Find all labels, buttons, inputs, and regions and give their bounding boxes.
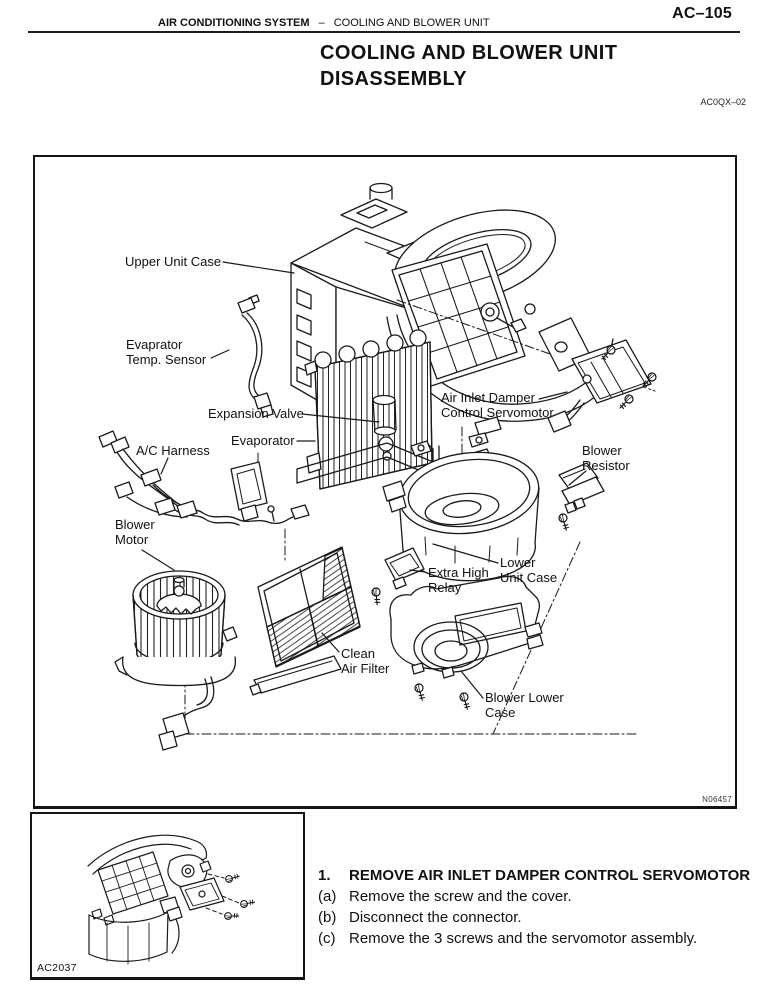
damper-pivot <box>480 302 536 333</box>
detail-screws <box>205 869 256 925</box>
doc-code: AC0QX–02 <box>700 97 746 107</box>
running-header: AIR CONDITIONING SYSTEM–COOLING AND BLOW… <box>158 17 490 29</box>
instruction-block: 1. REMOVE AIR INLET DAMPER CONTROL SERVO… <box>318 865 760 949</box>
detail-blower-cylinder <box>88 910 180 965</box>
detail-drawing <box>87 834 256 965</box>
evaporator-temp-sensor-part <box>237 294 274 418</box>
substep-text: Remove the 3 screws and the servomotor a… <box>349 930 698 947</box>
page-title-line2: DISASSEMBLY <box>320 68 468 90</box>
detail-grille-panel <box>91 851 169 926</box>
header-subsection: COOLING AND BLOWER UNIT <box>333 17 490 29</box>
label-upper-unit-case: Upper Unit Case <box>125 254 222 269</box>
detail-servomotor <box>159 877 225 922</box>
label-ac-harness: A/C Harness <box>136 443 210 458</box>
substep: (b) Disconnect the connector. <box>318 907 760 928</box>
figure-code: AC2037 <box>37 962 77 974</box>
step-heading: 1. REMOVE AIR INLET DAMPER CONTROL SERVO… <box>318 865 760 886</box>
figure-code: N06457 <box>702 795 732 804</box>
page-title-line1: COOLING AND BLOWER UNIT <box>320 42 618 64</box>
expansion-valve-part <box>372 394 397 461</box>
detail-servo-cover <box>167 854 212 889</box>
substep-letter: (b) <box>318 909 337 926</box>
lower-unit-case-part <box>382 432 540 582</box>
header-rule <box>28 31 740 33</box>
label-expansion-valve: Expansion Valve <box>208 406 304 421</box>
substep-letter: (a) <box>318 888 337 905</box>
substep: (a) Remove the screw and the cover. <box>318 886 760 907</box>
page-title: COOLING AND BLOWER UNIT DISASSEMBLY <box>320 40 617 92</box>
extra-high-relay-part <box>366 547 425 606</box>
header-separator: – <box>318 17 325 29</box>
blower-lower-case-part <box>389 575 544 711</box>
label-leader-lines <box>141 261 587 699</box>
substep-letter: (c) <box>318 930 336 947</box>
ac-harness-part <box>98 430 310 526</box>
detail-figure: AC2037 <box>30 812 305 980</box>
header-section: AIR CONDITIONING SYSTEM <box>158 17 310 29</box>
servomotor-assembly <box>538 317 657 433</box>
substep: (c) Remove the 3 screws and the servomot… <box>318 928 760 949</box>
step-title: REMOVE AIR INLET DAMPER CONTROL SERVOMOT… <box>349 867 751 884</box>
substep-text: Remove the screw and the cover. <box>349 888 572 905</box>
exploded-view-drawing <box>98 182 657 751</box>
step-number: 1. <box>318 867 331 884</box>
clean-air-filter-part <box>249 546 361 696</box>
page-number: AC–105 <box>672 5 732 22</box>
substep-text: Disconnect the connector. <box>349 909 522 926</box>
blower-motor-part <box>114 570 238 751</box>
evaporator-part <box>304 329 433 490</box>
blower-resistor-part <box>554 462 605 532</box>
label-evaporator: Evaporator <box>231 433 295 448</box>
